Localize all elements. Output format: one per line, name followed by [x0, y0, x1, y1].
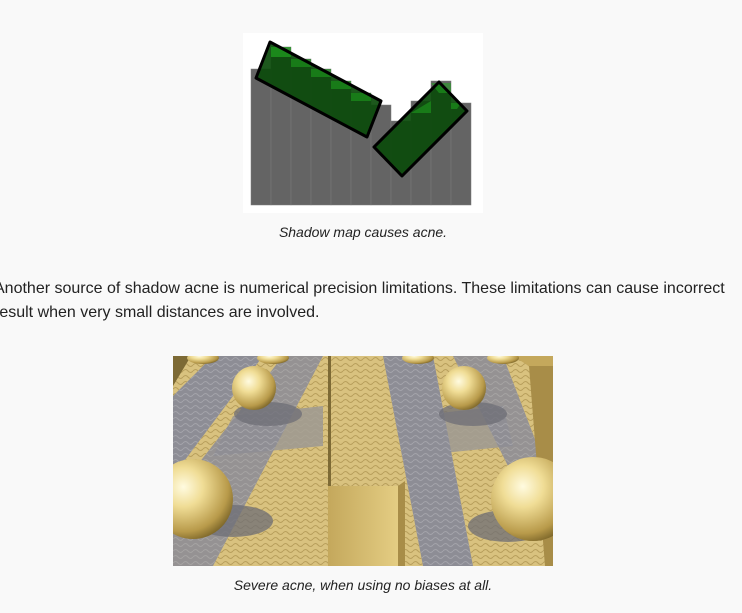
shadow-map-diagram	[243, 33, 483, 213]
depth-bar	[250, 68, 272, 206]
acne-render-svg	[173, 356, 553, 566]
figure-caption: Shadow map causes acne.	[278, 224, 448, 240]
paragraph-line: result when very small distances are inv…	[0, 304, 320, 321]
figure-caption: Severe acne, when using no biases at all…	[233, 577, 493, 593]
body-paragraph: Another source of shadow acne is numeric…	[0, 277, 742, 325]
sphere	[173, 459, 233, 539]
paragraph-line: Another source of shadow acne is numeric…	[0, 280, 725, 297]
sphere	[442, 366, 486, 410]
acne-render-image	[173, 356, 553, 566]
sphere	[232, 366, 276, 410]
shadow-map-diagram-svg	[250, 40, 472, 206]
surface-left	[254, 40, 383, 139]
surface-right	[372, 80, 469, 178]
sphere	[491, 457, 553, 541]
